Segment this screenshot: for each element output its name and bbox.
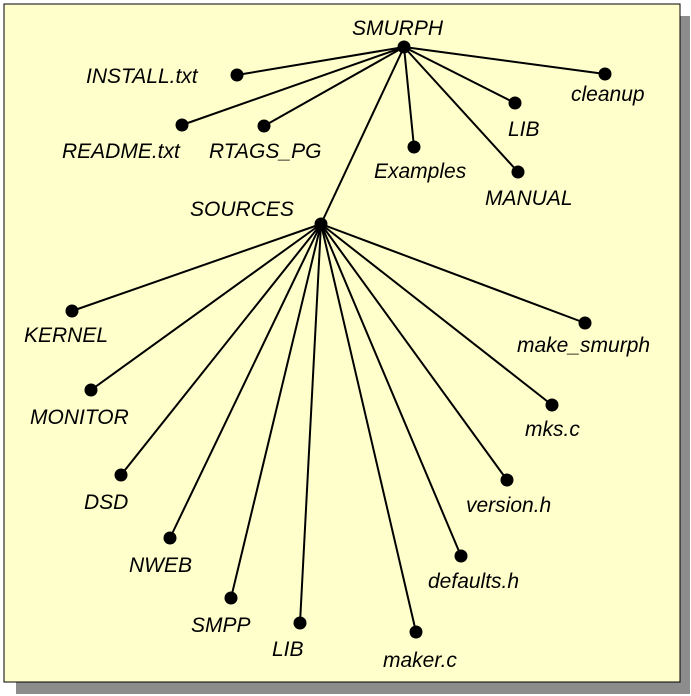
node-rtags bbox=[257, 119, 271, 133]
label-dsd: DSD bbox=[84, 491, 128, 514]
node-smpp bbox=[224, 591, 238, 605]
edge-sources-version bbox=[320, 223, 508, 481]
edge-sources-mks bbox=[320, 223, 553, 406]
edge-sources-maker bbox=[320, 223, 417, 633]
node-nweb bbox=[163, 531, 177, 545]
label-cleanup: cleanup bbox=[571, 83, 645, 106]
node-mks bbox=[545, 398, 559, 412]
edge-sources-defaults bbox=[320, 223, 462, 557]
node-maker bbox=[409, 625, 423, 639]
node-make-smurph bbox=[578, 316, 592, 330]
label-kernel: KERNEL bbox=[24, 324, 108, 347]
edge-smurph-cleanup bbox=[403, 46, 606, 75]
node-sources bbox=[314, 217, 328, 231]
label-defaults: defaults.h bbox=[428, 570, 519, 593]
edge-sources-make-smurph bbox=[320, 223, 586, 324]
label-manual: MANUAL bbox=[485, 187, 573, 210]
edge-sources-nweb bbox=[169, 223, 322, 539]
node-readme bbox=[175, 118, 189, 132]
node-dsd bbox=[114, 468, 128, 482]
label-install: INSTALL.txt bbox=[86, 65, 199, 88]
label-smurph: SMURPH bbox=[352, 17, 444, 40]
node-smurph bbox=[397, 40, 411, 54]
edge-sources-monitor bbox=[90, 223, 322, 391]
label-readme: README.txt bbox=[62, 140, 181, 163]
edge-smurph-lib-top bbox=[403, 46, 516, 104]
node-examples bbox=[407, 140, 421, 154]
node-lib-src bbox=[293, 616, 307, 630]
node-version bbox=[500, 473, 514, 487]
label-rtags: RTAGS_PG bbox=[209, 140, 321, 163]
edge-sources-smpp bbox=[230, 223, 322, 599]
label-lib-src: LIB bbox=[272, 638, 304, 661]
edge-sources-dsd bbox=[120, 223, 322, 476]
label-mks: mks.c bbox=[525, 418, 580, 441]
node-manual bbox=[511, 165, 525, 179]
label-nweb: NWEB bbox=[129, 554, 192, 577]
edge-sources-kernel bbox=[71, 223, 322, 312]
node-cleanup bbox=[598, 67, 612, 81]
label-lib-top: LIB bbox=[508, 118, 540, 141]
label-make-smurph: make_smurph bbox=[517, 334, 650, 357]
label-smpp: SMPP bbox=[191, 614, 251, 637]
label-examples: Examples bbox=[374, 160, 467, 183]
node-lib-top bbox=[508, 96, 522, 110]
label-sources: SOURCES bbox=[190, 198, 294, 221]
panel-background bbox=[3, 3, 681, 683]
edge-smurph-examples bbox=[403, 46, 415, 148]
node-defaults bbox=[454, 549, 468, 563]
node-monitor bbox=[84, 383, 98, 397]
edge-smurph-sources bbox=[320, 46, 405, 225]
edge-sources-lib-src bbox=[299, 223, 322, 624]
edge-smurph-manual bbox=[403, 46, 519, 173]
node-install bbox=[230, 68, 244, 82]
node-kernel bbox=[65, 304, 79, 318]
edge-smurph-rtags bbox=[263, 46, 405, 127]
label-version: version.h bbox=[466, 494, 551, 517]
label-maker: maker.c bbox=[383, 649, 457, 672]
edge-smurph-install bbox=[236, 46, 405, 76]
edge-smurph-readme bbox=[181, 46, 405, 126]
label-monitor: MONITOR bbox=[30, 406, 129, 429]
